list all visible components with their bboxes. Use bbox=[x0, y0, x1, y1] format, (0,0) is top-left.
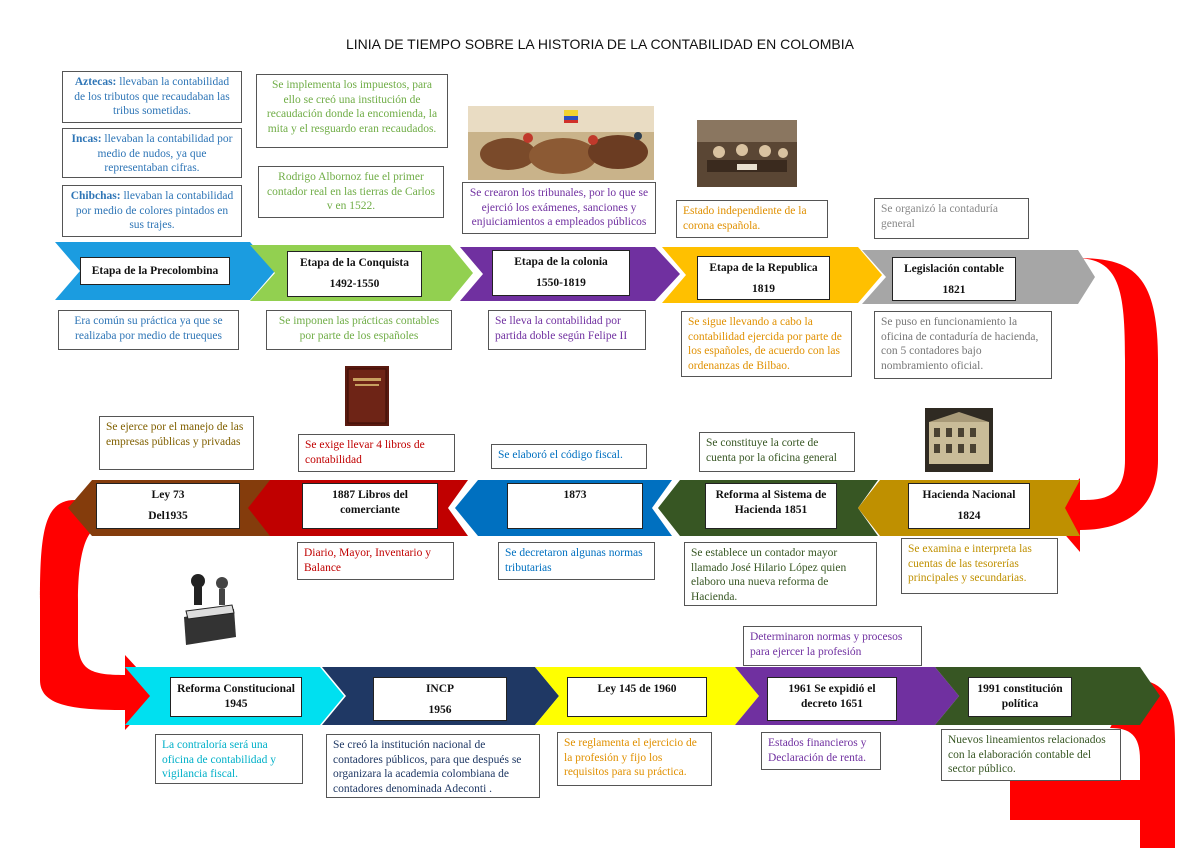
label-constitucion: 1991 constitución política bbox=[968, 677, 1072, 717]
label-text: Reforma Constitucional 1945 bbox=[177, 683, 295, 710]
note-partida: Se lleva la contabilidad por partida dob… bbox=[488, 310, 646, 350]
note-cuatro-libros: Se exige llevar 4 libros de contabilidad bbox=[298, 434, 455, 472]
note-lineamientos: Nuevos lineamientos relacionados con la … bbox=[941, 729, 1121, 781]
note-codigo: Se elaboró el código fiscal. bbox=[491, 444, 647, 469]
note-text: llevaban la contabilidad por medio de nu… bbox=[97, 133, 233, 174]
right-connector-arrow-3 bbox=[1010, 780, 1140, 820]
note-chibchas: Chibchas: llevaban la contabilidad por m… bbox=[62, 185, 242, 237]
label-ley145: Ley 145 de 1960 bbox=[567, 677, 707, 717]
note-text: llevaban la contabilidad de los tributos… bbox=[74, 76, 230, 117]
note-procesos: Determinaron normas y procesos para ejer… bbox=[743, 626, 922, 666]
note-independiente: Estado independiente de la corona españo… bbox=[676, 200, 828, 238]
label-year: 1821 bbox=[942, 284, 966, 296]
accounting-book-photo bbox=[345, 366, 389, 426]
label-text: Ley 73 bbox=[151, 489, 185, 501]
note-keyword: Chibchas: bbox=[70, 190, 121, 202]
note-contador-mayor: Se establece un contador mayor llamado J… bbox=[684, 542, 877, 606]
right-connector-arrow-1 bbox=[1048, 258, 1158, 552]
building-drawing bbox=[925, 408, 993, 472]
label-text: 1887 Libros del comerciante bbox=[332, 489, 408, 516]
label-year: Del1935 bbox=[148, 510, 188, 522]
label-reforma-1945: Reforma Constitucional 1945 bbox=[170, 677, 302, 717]
label-1873: 1873 bbox=[507, 483, 643, 529]
label-text: 1873 bbox=[563, 489, 587, 501]
book-drawing bbox=[345, 366, 389, 426]
label-conquista: Etapa de la Conquista 1492-1550 bbox=[287, 251, 422, 297]
note-trueques: Era común su práctica ya que se realizab… bbox=[58, 310, 239, 350]
cartoon-drawing bbox=[178, 567, 240, 651]
label-text: Etapa de la Conquista bbox=[300, 257, 409, 269]
note-incas: Incas: llevaban la contabilidad por medi… bbox=[62, 128, 242, 178]
note-keyword: Incas: bbox=[71, 133, 102, 145]
note-tesorerias: Se examina e interpreta las cuentas de l… bbox=[901, 538, 1058, 594]
note-reglamenta: Se reglamenta el ejercicio de la profesi… bbox=[557, 732, 712, 786]
meeting-painting-drawing bbox=[697, 120, 797, 187]
page-title: LINIA DE TIEMPO SOBRE LA HISTORIA DE LA … bbox=[345, 36, 855, 52]
battle-painting bbox=[468, 106, 654, 180]
note-albornoz: Rodrigo Albornoz fue el primer contador … bbox=[258, 166, 444, 218]
label-text: 1991 constitución política bbox=[977, 683, 1063, 710]
label-libros: 1887 Libros del comerciante bbox=[302, 483, 438, 529]
label-ley73: Ley 73 Del1935 bbox=[96, 483, 240, 529]
label-decreto: 1961 Se expidió el decreto 1651 bbox=[767, 677, 897, 721]
note-contraloria: La contraloría será una oficina de conta… bbox=[155, 734, 303, 784]
label-text: Etapa de la colonia bbox=[514, 256, 608, 268]
hacienda-building-photo bbox=[925, 408, 993, 472]
note-normas-tributarias: Se decretaron algunas normas tributarias bbox=[498, 542, 655, 580]
label-hacienda-nacional: Hacienda Nacional 1824 bbox=[908, 483, 1030, 529]
note-bilbao: Se sigue llevando a cabo la contabilidad… bbox=[681, 311, 852, 377]
label-text: Legislación contable bbox=[904, 263, 1004, 275]
label-incp: INCP 1956 bbox=[373, 677, 507, 721]
note-oficina: Se puso en funcionamiento la oficina de … bbox=[874, 311, 1052, 379]
note-diario: Diario, Mayor, Inventario y Balance bbox=[297, 542, 454, 580]
note-impuestos: Se implementa los impuestos, para ello s… bbox=[256, 74, 448, 148]
note-tribunales: Se crearon los tribunales, por lo que se… bbox=[462, 182, 656, 234]
label-year: 1819 bbox=[752, 283, 775, 295]
note-aztecas: Aztecas: llevaban la contabilidad de los… bbox=[62, 71, 242, 123]
label-year: 1824 bbox=[957, 510, 981, 522]
note-keyword: Aztecas: bbox=[74, 76, 117, 88]
note-estados: Estados financieros y Declaración de ren… bbox=[761, 732, 881, 770]
note-empresas: Se ejerce por el manejo de las empresas … bbox=[99, 416, 254, 470]
label-text: Reforma al Sistema de Hacienda 1851 bbox=[715, 489, 827, 516]
label-text: INCP bbox=[425, 683, 455, 695]
label-text: Hacienda Nacional bbox=[922, 489, 1016, 501]
note-contaduria: Se organizó la contaduría general bbox=[874, 198, 1029, 239]
note-practicas: Se imponen las prácticas contables por p… bbox=[266, 310, 452, 350]
accounting-cartoon bbox=[178, 567, 240, 651]
label-reforma-hacienda: Reforma al Sistema de Hacienda 1851 bbox=[705, 483, 837, 529]
battle-painting-drawing bbox=[468, 106, 654, 180]
label-text: Etapa de la Precolombina bbox=[91, 265, 219, 277]
label-precolombina: Etapa de la Precolombina bbox=[80, 257, 230, 285]
label-colonia: Etapa de la colonia 1550-1819 bbox=[492, 250, 630, 296]
label-year: 1956 bbox=[428, 704, 452, 716]
label-text: Etapa de la Republica bbox=[709, 262, 818, 274]
label-year: 1550-1819 bbox=[536, 277, 586, 289]
label-legislacion: Legislación contable 1821 bbox=[892, 257, 1016, 301]
note-adeconti: Se creó la institución nacional de conta… bbox=[326, 734, 540, 798]
label-republica: Etapa de la Republica 1819 bbox=[697, 256, 830, 300]
label-year: 1492-1550 bbox=[329, 278, 380, 290]
independence-meeting-painting bbox=[697, 120, 797, 187]
note-corte: Se constituye la corte de cuenta por la … bbox=[699, 432, 855, 472]
note-text: llevaban la contabilidad por medio de co… bbox=[75, 190, 234, 231]
label-text: 1961 Se expidió el decreto 1651 bbox=[788, 683, 876, 710]
label-text: Ley 145 de 1960 bbox=[597, 683, 677, 695]
